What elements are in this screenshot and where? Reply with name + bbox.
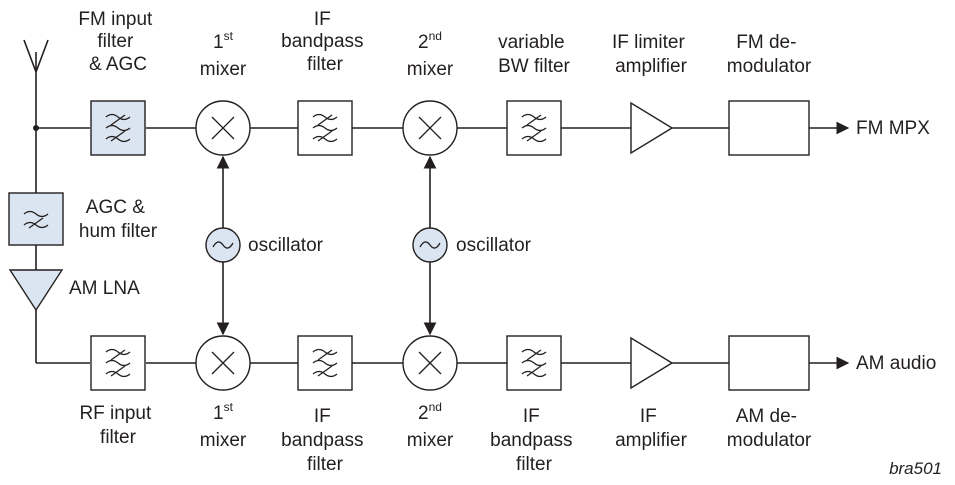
fm-input-filter-label: FM input filter & AGC [78,9,157,75]
fm-if-bandpass-block [297,100,353,156]
mixer-icon [211,351,235,375]
am-demod-label: AM de- modulator [727,406,812,451]
am-audio-output-label: AM audio [856,353,936,374]
mixer2-bottom-label-num: 2nd [418,400,442,424]
am-lna-label: AM LNA [69,278,140,299]
antenna-icon [23,39,49,73]
fm-demodulator-block [728,100,810,156]
am-if-bandpass2-block [506,335,562,391]
mixer1-top-label-word: mixer [200,59,247,80]
mixer-icon [418,116,442,140]
if-bandpass2-bottom-label: IF bandpass filter [490,406,578,475]
am-demodulator-block [728,335,810,391]
demodulator-box [728,100,810,156]
if-amplifier-label: IF amplifier [615,406,687,451]
am-mixer1-block [195,335,251,391]
mixer1-top-label-num: 1st [213,29,234,53]
fm-demod-label: FM de- modulator [727,32,812,77]
oscillator1-block [205,227,241,263]
fm-mixer2-block [402,100,458,156]
mixer-icon [211,116,235,140]
fm-input-filter-block [90,100,146,156]
rf-input-filter-block [90,335,146,391]
fm-mixer1-block [195,100,251,156]
mixer-icon [418,351,442,375]
junction-dot [33,125,39,131]
am-lna-block [8,269,64,312]
amplifier-icon [630,101,674,155]
am-mixer2-block [402,335,458,391]
am-if-bandpass1-block [297,335,353,391]
amplifier-icon [8,269,64,312]
signal-wires [35,72,850,370]
if-bandpass-top-label: IF bandpass filter [281,9,369,75]
oscillator2-label: oscillator [456,235,532,256]
mixer2-top-label-word: mixer [407,59,454,80]
figure-tag: bra501 [889,459,942,478]
agc-hum-filter-block [8,192,64,246]
mixer1-bottom-label-word: mixer [200,430,247,451]
oscillator1-label: oscillator [248,235,324,256]
oscillator-icon [419,241,441,249]
if-limiter-amplifier-block [630,101,674,155]
rf-input-label: RF input filter [79,403,156,448]
demodulator-box [728,335,810,391]
amplifier-icon [630,336,674,390]
oscillator-icon [212,241,234,249]
agc-hum-label: AGC & hum filter [79,197,158,242]
mixer2-bottom-label-word: mixer [407,430,454,451]
fm-mpx-output-label: FM MPX [856,118,930,139]
mixer1-bottom-label-num: 1st [213,400,234,424]
oscillator2-block [412,227,448,263]
if-limiter-label: IF limiter amplifier [612,32,690,77]
if-amplifier-block [630,336,674,390]
variable-bw-label: variable BW filter [498,32,570,77]
variable-bw-filter-block [506,100,562,156]
if-bandpass1-bottom-label: IF bandpass filter [281,406,369,475]
mixer2-top-label-num: 2nd [418,29,442,53]
